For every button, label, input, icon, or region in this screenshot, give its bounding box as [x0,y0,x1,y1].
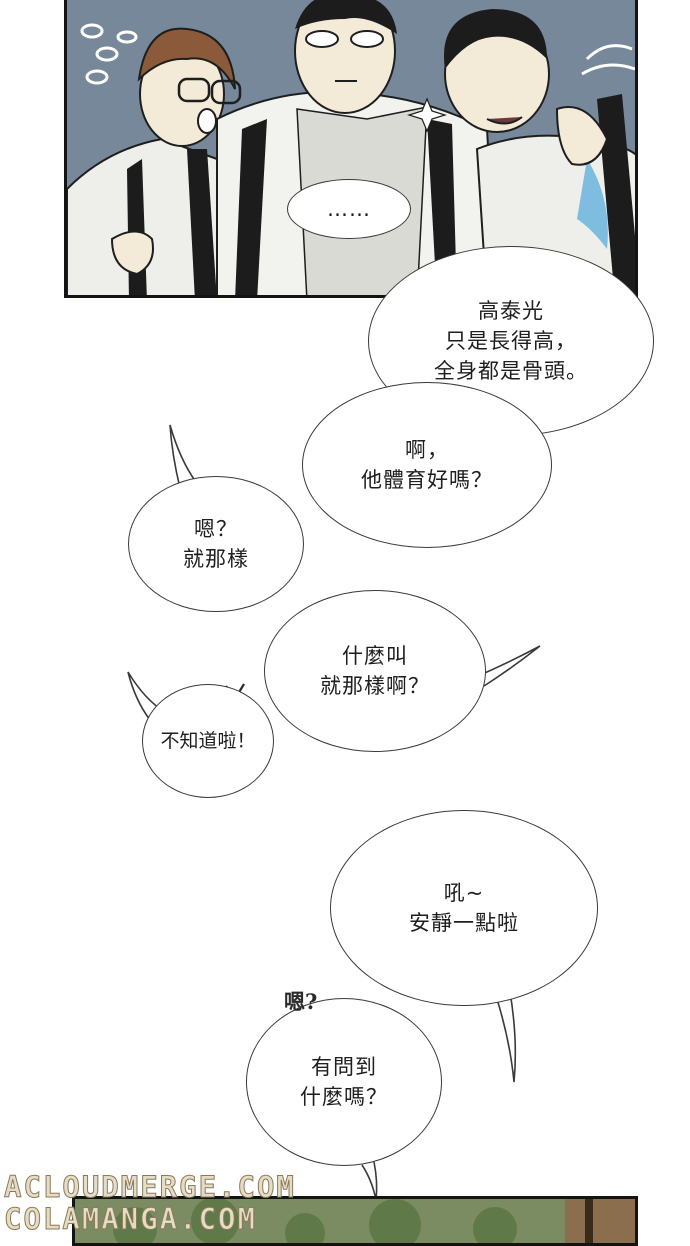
speech-bubble-2: 啊， 他體育好嗎？ [302,382,552,548]
watermark-line-2: COLAMANGA.COM [4,1202,257,1237]
speech-bubble-4: 什麼叫 就那樣啊？ [264,590,486,752]
speech-bubble-5: 不知道啦！ [142,684,274,798]
top-manga-panel: …… [64,0,638,298]
speech-text-5: 不知道啦！ [160,730,256,752]
dots-text: …… [327,197,371,221]
foliage-illustration [75,1199,635,1243]
speech-bubble-6: 吼~ 安靜一點啦 [330,810,598,1006]
speech-text-4: 什麼叫 就那樣啊？ [320,644,430,698]
speech-text-7: 有問到 什麼嗎？ [300,1055,388,1109]
students-illustration [67,0,635,295]
hm-sound-effect: 嗯? [284,989,318,1014]
speech-text-1: 高泰光 只是長得高， 全身都是骨頭。 [434,299,588,383]
speech-text-6: 吼~ 安靜一點啦 [409,881,519,935]
watermark-line-1: ACLOUDMERGE.COM [4,1170,296,1205]
speech-text-2: 啊， 他體育好嗎？ [361,438,493,492]
speech-bubble-3: 嗯？ 就那樣 [128,476,304,612]
speech-text-3: 嗯？ 就那樣 [183,517,249,571]
speech-bubble-7: 有問到 什麼嗎？ [246,998,442,1166]
dots-speech-bubble: …… [287,179,411,239]
bottom-manga-panel [72,1196,638,1246]
